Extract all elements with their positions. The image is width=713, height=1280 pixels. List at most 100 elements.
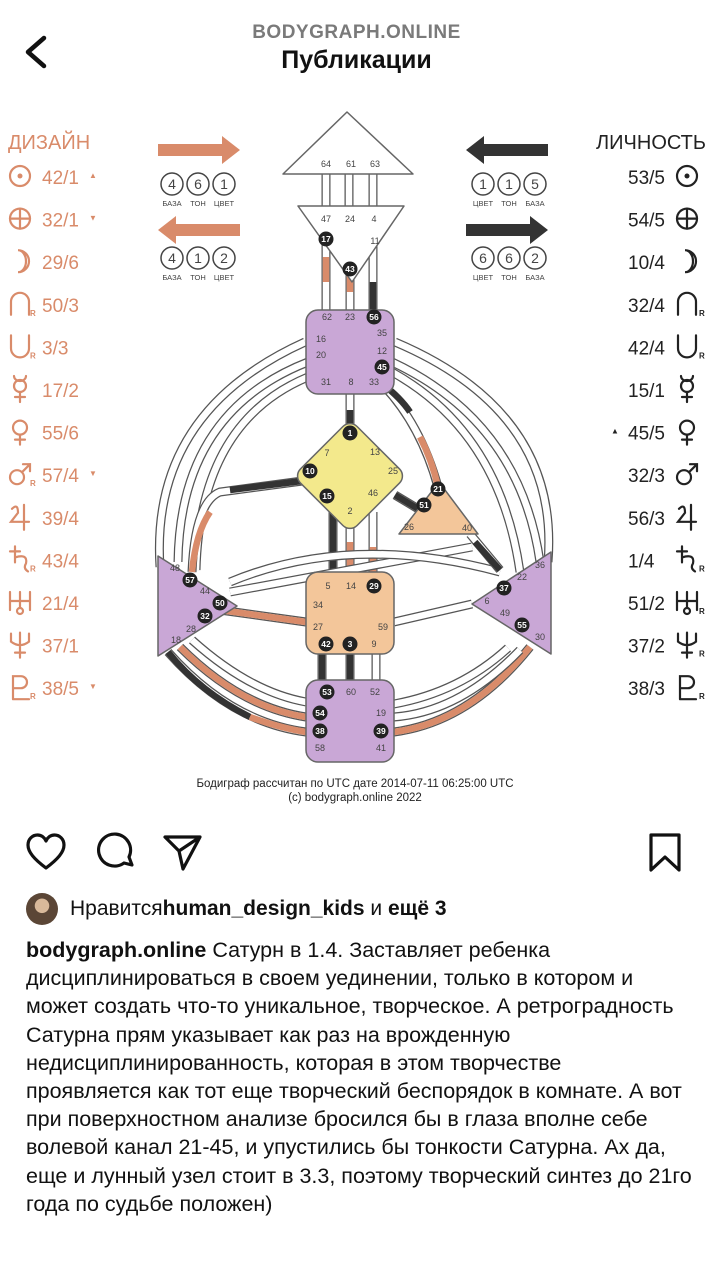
account-name[interactable]: BODYGRAPH.ONLINE — [252, 22, 461, 43]
design-row: 17/2 — [12, 374, 79, 404]
comment-icon[interactable] — [94, 830, 138, 874]
personality-value: 32/3 — [628, 466, 665, 487]
svg-text:25: 25 — [388, 466, 398, 476]
svg-text:1: 1 — [479, 176, 487, 192]
svg-text:42: 42 — [321, 639, 331, 649]
gate: 40 — [462, 523, 472, 533]
sun-icon — [8, 164, 32, 188]
likes-user[interactable]: human_design_kids — [162, 897, 365, 920]
design-row: 21/4 — [8, 590, 79, 616]
gate: 49 — [500, 608, 510, 618]
svg-text:ТОН: ТОН — [190, 199, 206, 208]
personality-row: 45/5▲ — [611, 419, 696, 446]
likes-prefix: Нравится — [70, 897, 163, 920]
svg-text:36: 36 — [535, 560, 545, 570]
bookmark-icon[interactable] — [643, 830, 687, 874]
design-value: 21/4 — [42, 594, 79, 615]
svg-text:51: 51 — [419, 500, 429, 510]
personality-value: 54/5 — [628, 211, 665, 232]
moon-icon — [17, 249, 31, 274]
svg-text:18: 18 — [171, 635, 181, 645]
gate: 61 — [346, 159, 356, 169]
design-row: 55/6 — [11, 419, 79, 446]
south-node-icon — [9, 334, 31, 359]
retro-mark: R — [30, 479, 36, 488]
design-value: 42/1 — [42, 168, 79, 189]
personality-row: 10/4 — [628, 249, 698, 274]
gate: 54 — [312, 705, 328, 721]
likes-more[interactable]: ещё 3 — [387, 897, 447, 920]
gate: 15 — [319, 488, 335, 504]
avatar[interactable] — [26, 893, 58, 925]
heart-icon[interactable] — [24, 830, 68, 874]
gate: 7 — [324, 448, 329, 458]
svg-text:ТОН: ТОН — [501, 199, 517, 208]
svg-text:ЦВЕТ: ЦВЕТ — [214, 273, 235, 282]
svg-text:7: 7 — [324, 448, 329, 458]
svg-text:41: 41 — [376, 743, 386, 753]
gate: 52 — [370, 687, 380, 697]
jupiter-icon — [8, 503, 31, 531]
svg-text:56: 56 — [369, 312, 379, 322]
gate: 10 — [302, 463, 318, 479]
back-arrow-icon[interactable] — [18, 30, 54, 74]
svg-text:13: 13 — [370, 447, 380, 457]
pluto-icon — [11, 675, 31, 701]
svg-text:22: 22 — [517, 572, 527, 582]
gate: 6 — [484, 596, 489, 606]
retro-mark: R — [30, 351, 36, 360]
gate: 12 — [377, 346, 387, 356]
svg-text:52: 52 — [370, 687, 380, 697]
saturn-icon — [675, 545, 697, 573]
saturn-icon — [8, 545, 30, 573]
mars-icon — [675, 463, 699, 486]
design-row: 42/1▲ — [8, 164, 97, 189]
svg-text:28: 28 — [186, 624, 196, 634]
gate: 30 — [535, 632, 545, 642]
personality-row: 32/3 — [628, 463, 699, 487]
mercury-icon — [679, 374, 695, 404]
caption-author[interactable]: bodygraph.online — [26, 938, 207, 962]
channels — [154, 174, 554, 737]
gate: 58 — [315, 743, 325, 753]
gate: 51 — [416, 497, 432, 513]
personality-value: 15/1 — [628, 381, 665, 402]
retro-mark: R — [699, 607, 705, 616]
svg-text:29: 29 — [369, 581, 379, 591]
gate: 47 — [321, 214, 331, 224]
gate: 3 — [342, 636, 358, 652]
gate: 22 — [517, 572, 527, 582]
personality-row: 53/5 — [628, 164, 699, 189]
personality-value: 1/4 — [628, 551, 655, 572]
svg-text:26: 26 — [404, 522, 414, 532]
svg-text:37: 37 — [499, 583, 509, 593]
design-value: 37/1 — [42, 637, 79, 658]
mercury-icon — [12, 374, 28, 404]
head-center — [282, 111, 414, 175]
gate: 39 — [373, 723, 389, 739]
send-icon[interactable] — [160, 830, 204, 874]
svg-text:9: 9 — [371, 639, 376, 649]
likes-row[interactable]: Нравится human_design_kids и ещё 3 — [26, 892, 447, 926]
svg-text:33: 33 — [369, 377, 379, 387]
gate: 50 — [212, 595, 228, 611]
gate: 20 — [316, 350, 326, 360]
throat-center — [305, 309, 395, 395]
gate: 2 — [347, 506, 352, 516]
post-caption: bodygraph.online Сатурн в 1.4. Заставляе… — [26, 936, 692, 1218]
design-row: 37/1 — [9, 631, 79, 659]
chart-footer-copyright: (c) bodygraph.online 2022 — [288, 792, 422, 804]
svg-text:34: 34 — [313, 600, 323, 610]
svg-text:48: 48 — [170, 563, 180, 573]
variable-badges: 4БАЗА6ТОН1ЦВЕТ4БАЗА1ТОН2ЦВЕТ1ЦВЕТ1ТОН5БА… — [160, 172, 547, 282]
uranus-icon — [675, 590, 699, 616]
